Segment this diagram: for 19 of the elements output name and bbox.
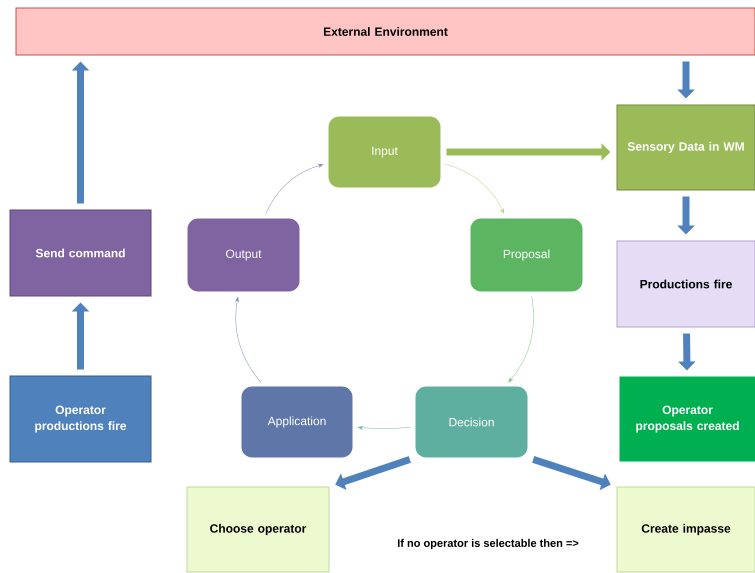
stage-box: Input (328, 116, 440, 188)
stage-box: Output (188, 218, 300, 292)
process-box: Send command (10, 210, 152, 296)
stage-box: Application (242, 386, 352, 458)
process-box: Operator productions fire (10, 376, 152, 462)
process-box: Operator proposals created (620, 376, 755, 462)
process-box: Productions fire (616, 240, 755, 328)
arrow (235, 296, 262, 383)
stage-box: Decision (416, 386, 528, 458)
process-box: Sensory Data in WM (616, 104, 755, 190)
stage-box: Proposal (470, 218, 582, 292)
banner: External Environment (16, 8, 755, 56)
arrow (445, 164, 504, 214)
arrow (265, 164, 324, 214)
note: If no operator is selectable then => (398, 538, 578, 550)
arrow (508, 296, 534, 382)
arrow (358, 426, 411, 430)
process-box: Create impasse (616, 486, 755, 572)
process-box: Choose operator (186, 486, 330, 572)
